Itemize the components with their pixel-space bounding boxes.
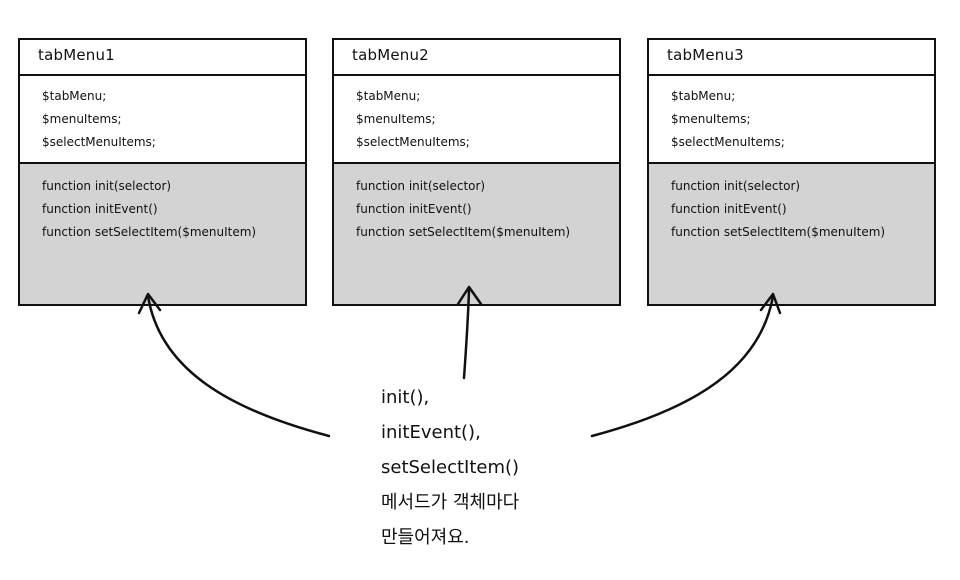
arrow-to-tabmenu1 [146, 294, 331, 438]
class-methods: function init(selector) function initEve… [20, 164, 305, 304]
arrow-to-tabmenu2 [462, 288, 471, 380]
class-methods: function init(selector) function initEve… [334, 164, 619, 304]
class-name: tabMenu3 [649, 40, 934, 76]
method-line: function setSelectItem($menuItem) [356, 225, 571, 239]
field-line: $selectMenuItems; [356, 135, 470, 149]
class-fields: $tabMenu; $menuItems; $selectMenuItems; [20, 76, 305, 164]
field-line: $tabMenu; [671, 89, 736, 103]
field-line: $tabMenu; [356, 89, 421, 103]
arrow-to-tabmenu3 [590, 294, 775, 438]
method-line: function init(selector) [671, 179, 801, 193]
arrowhead-tabmenu2 [456, 285, 483, 306]
method-line: function init(selector) [42, 179, 172, 193]
class-fields: $tabMenu; $menuItems; $selectMenuItems; [649, 76, 934, 164]
arrowhead-tabmenu1 [137, 292, 162, 315]
method-line: function initEvent() [356, 202, 472, 216]
class-box-tabmenu3: tabMenu3 $tabMenu; $menuItems; $selectMe… [647, 38, 936, 306]
annotation-note: init(), initEvent(), setSelectItem() 메서드… [381, 380, 519, 555]
class-methods: function init(selector) function initEve… [649, 164, 934, 304]
class-name: tabMenu1 [20, 40, 305, 76]
method-line: function setSelectItem($menuItem) [42, 225, 257, 239]
field-line: $menuItems; [671, 112, 751, 126]
method-line: function setSelectItem($menuItem) [671, 225, 886, 239]
field-line: $selectMenuItems; [671, 135, 785, 149]
field-line: $menuItems; [42, 112, 122, 126]
field-line: $menuItems; [356, 112, 436, 126]
class-fields: $tabMenu; $menuItems; $selectMenuItems; [334, 76, 619, 164]
field-line: $selectMenuItems; [42, 135, 156, 149]
note-line: initEvent(), [381, 422, 481, 443]
class-box-tabmenu1: tabMenu1 $tabMenu; $menuItems; $selectMe… [18, 38, 307, 306]
method-line: function initEvent() [42, 202, 158, 216]
note-line: setSelectItem() [381, 457, 520, 478]
note-line: init(), [381, 387, 430, 408]
field-line: $tabMenu; [42, 89, 107, 103]
method-line: function initEvent() [671, 202, 787, 216]
class-box-tabmenu2: tabMenu2 $tabMenu; $menuItems; $selectMe… [332, 38, 621, 306]
note-line: 만들어져요. [381, 527, 470, 548]
note-line: 메서드가 객체마다 [381, 492, 520, 513]
method-line: function init(selector) [356, 179, 486, 193]
arrowhead-tabmenu3 [759, 292, 782, 315]
class-name: tabMenu2 [334, 40, 619, 76]
